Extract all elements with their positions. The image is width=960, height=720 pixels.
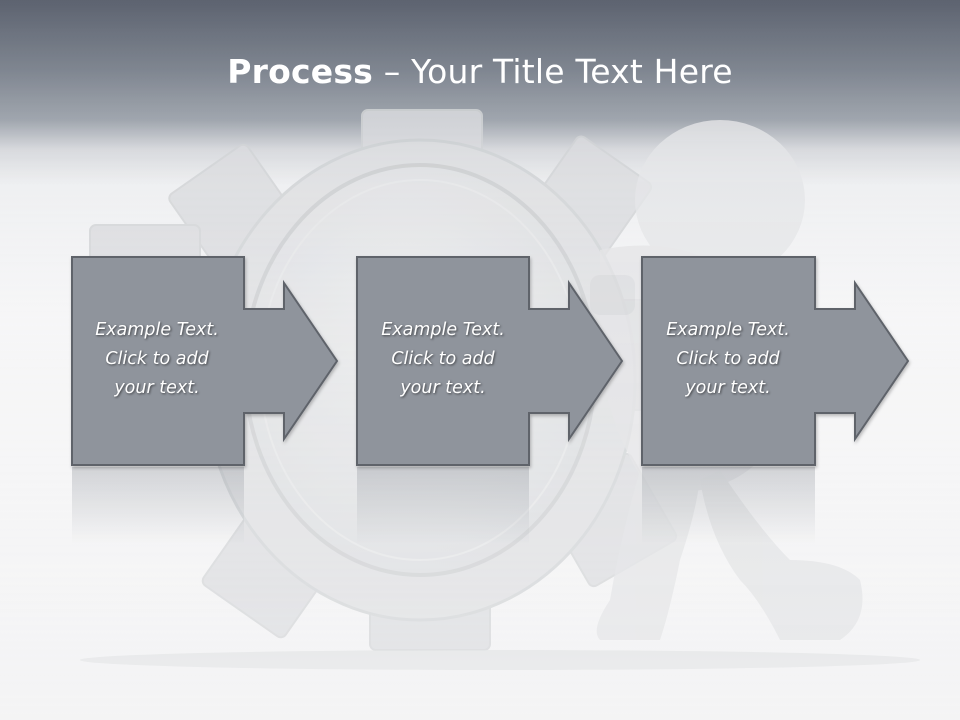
process-step-3-text-area[interactable]: Example Text. Click to add your text. [643,257,813,461]
process-step-3-shape[interactable] [641,256,910,466]
process-step-1-text: Example Text. Click to add your text. [95,319,219,398]
process-step-2-text-area[interactable]: Example Text. Click to add your text. [358,257,528,461]
process-step-1-shape[interactable] [71,256,339,466]
title-bold: Process [227,52,374,91]
process-step-2-shape[interactable] [356,256,624,466]
slide-title[interactable]: Process – Your Title Text Here [0,52,960,91]
title-rest: – Your Title Text Here [373,52,733,91]
process-step-1-text-area[interactable]: Example Text. Click to add your text. [72,257,242,461]
process-step-3-text: Example Text. Click to add your text. [666,319,790,398]
shape-reflections [72,467,815,545]
process-step-2-text: Example Text. Click to add your text. [381,319,505,398]
